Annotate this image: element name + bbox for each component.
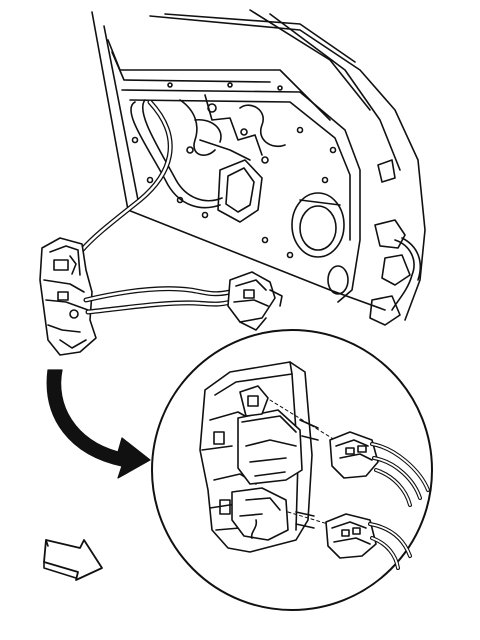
detail-callout xyxy=(151,329,433,611)
latch-detail xyxy=(199,361,336,553)
latch-cable xyxy=(79,99,173,253)
wire-connector xyxy=(329,431,430,507)
door-latch-module xyxy=(39,237,97,356)
wiring-harness xyxy=(83,271,283,331)
front-direction-arrow xyxy=(43,539,103,581)
callout-arrow xyxy=(46,369,151,479)
door-inner-panel xyxy=(91,9,426,326)
lower-wire-connector xyxy=(325,513,412,570)
